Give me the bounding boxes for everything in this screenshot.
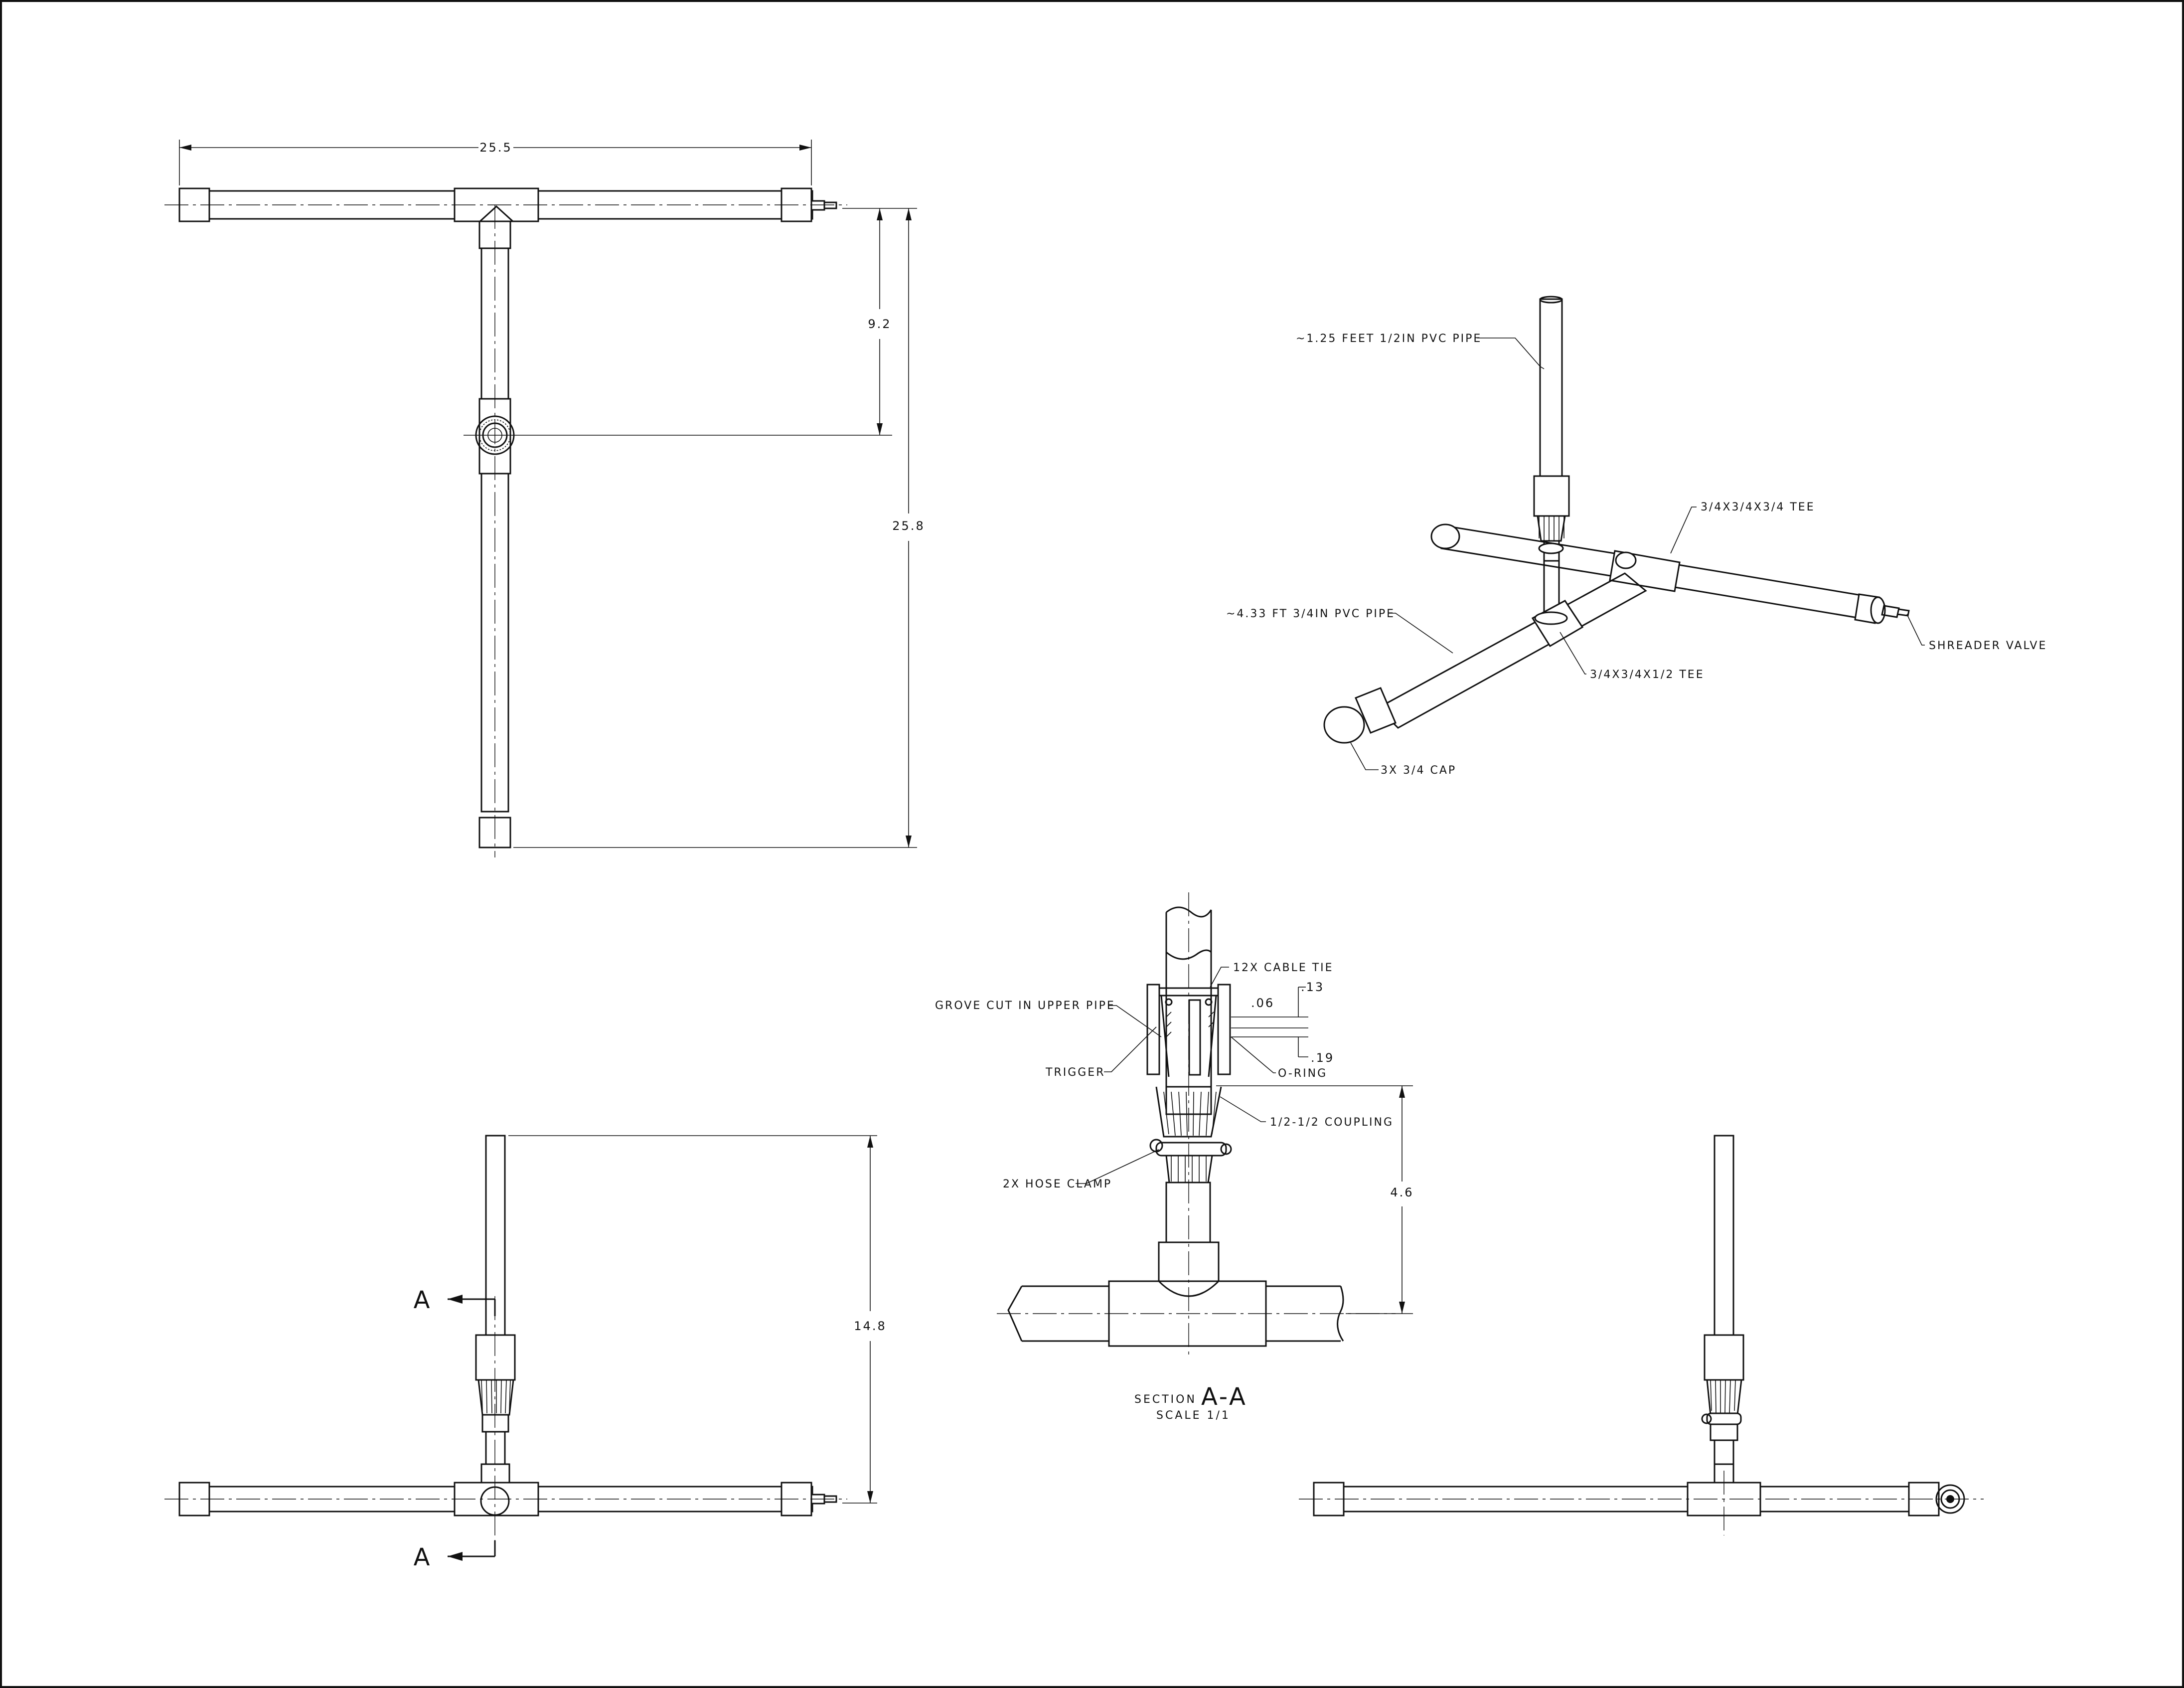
callout-coupling: 1/2-1/2 COUPLING [1270, 1116, 1394, 1129]
dim-gap-19: .19 [1311, 1051, 1334, 1065]
callout-caps: 3X 3/4 CAP [1381, 764, 1456, 777]
callout-long-pipe: ~4.33 FT 3/4IN PVC PIPE [1226, 608, 1395, 620]
dim-gap-13: .13 [1301, 980, 1324, 994]
section-title-id: A-A [1201, 1383, 1248, 1411]
callout-hose-clamp: 2X HOSE CLAMP [1003, 1178, 1112, 1190]
section-scale: SCALE 1/1 [1156, 1409, 1231, 1422]
top-view: 25.5 9.2 25.8 [164, 140, 925, 857]
callout-oring: O-RING [1278, 1067, 1327, 1080]
callout-small-tee: 3/4X3/4X1/2 TEE [1590, 669, 1705, 681]
side-view [1299, 1135, 1984, 1535]
callout-trigger: TRIGGER [1045, 1066, 1105, 1079]
section-view: 4.6 .06 .13 .19 12X CABLE TIE GROVE CUT … [935, 892, 1413, 1422]
callout-valve: SHREADER VALVE [1929, 640, 2047, 652]
front-view: A A 14.8 [164, 1135, 886, 1571]
dim-top-height: 25.8 [892, 519, 925, 533]
dim-top-width: 25.5 [479, 141, 512, 155]
isometric-view: ~1.25 FEET 1/2IN PVC PIPE 3/4X3/4X3/4 TE… [1226, 296, 2047, 777]
callout-grove: GROVE CUT IN UPPER PIPE [935, 1000, 1115, 1012]
callout-upper-pipe: ~1.25 FEET 1/2IN PVC PIPE [1296, 333, 1482, 345]
section-title-word: SECTION [1134, 1393, 1197, 1406]
dim-tee-offset: 9.2 [868, 317, 891, 331]
dim-gap-06: .06 [1251, 996, 1274, 1010]
callout-cable-tie: 12X CABLE TIE [1233, 962, 1334, 974]
callout-big-tee: 3/4X3/4X3/4 TEE [1701, 501, 1815, 513]
dim-front-height: 14.8 [854, 1319, 886, 1333]
section-arrow-label-bottom: A [414, 1543, 432, 1571]
section-arrow-label-top: A [414, 1286, 432, 1314]
dim-section-height: 4.6 [1390, 1185, 1413, 1199]
